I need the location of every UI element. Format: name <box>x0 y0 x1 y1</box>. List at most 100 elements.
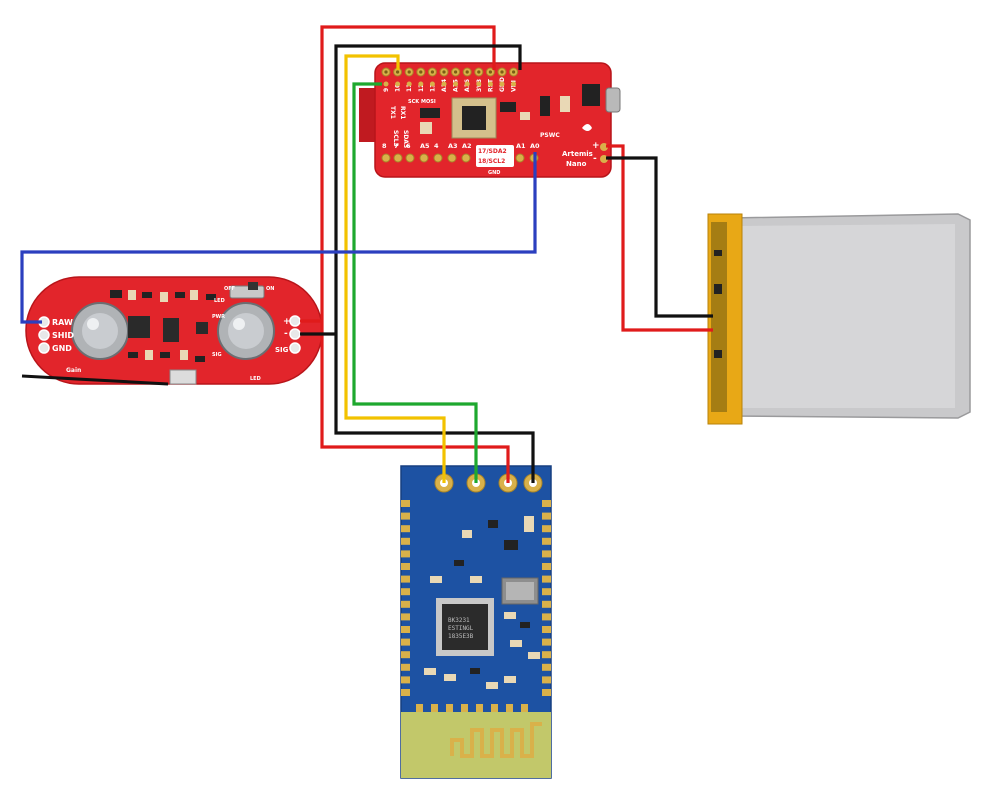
myoware-ic <box>196 322 208 334</box>
myoware-sig-pad <box>289 342 301 354</box>
bluetooth-right-pad <box>542 500 551 507</box>
artemis-scl3-label: SCL3 <box>392 130 399 147</box>
artemis-test-pad <box>418 81 424 87</box>
artemis-bottom-pin-label: A5 <box>420 142 430 150</box>
artemis-name-line2: Nano <box>566 160 587 168</box>
artemis-module-chip <box>462 106 486 130</box>
bluetooth-left-pad <box>401 638 410 646</box>
artemis-top-pin-label: 12 <box>418 84 425 92</box>
artemis-test-pad <box>499 81 505 87</box>
bluetooth-bottom-pad <box>416 704 423 712</box>
artemis-bottom-pin <box>381 153 391 163</box>
bluetooth-antenna-trace <box>450 722 542 758</box>
artemis-top-pin-hole <box>488 70 492 74</box>
myoware-electrode-left <box>71 302 129 360</box>
bluetooth-left-pad <box>401 600 410 608</box>
artemis-rx1-label: RX1 <box>399 106 406 119</box>
bluetooth-right-pad <box>542 626 551 633</box>
bluetooth-right-pad <box>542 537 551 545</box>
myoware-gain-trimmer[interactable] <box>169 369 197 385</box>
wire-black-battery <box>606 156 713 318</box>
bluetooth-bottom-pad <box>446 704 453 712</box>
myoware-pwr-label: PWR <box>212 314 225 320</box>
wires <box>20 25 713 483</box>
lipo-battery <box>707 213 971 425</box>
artemis-regulator <box>582 84 600 106</box>
bluetooth-right-pad <box>542 638 551 646</box>
artemis-top-pin-hole <box>430 70 434 74</box>
myoware-gain-label: Gain <box>66 367 81 374</box>
bluetooth-left-pad <box>401 651 410 659</box>
wire-red-3v3 <box>320 25 510 483</box>
artemis-bottom-pin <box>433 153 443 163</box>
artemis-test-pad <box>511 81 517 87</box>
bluetooth-antenna-area <box>401 712 551 778</box>
bluetooth-bottom-pad <box>506 704 513 712</box>
artemis-gnd-bottom-label: GND <box>488 170 500 176</box>
bluetooth-right-pad <box>542 575 551 583</box>
myoware-ic <box>128 316 150 338</box>
wire-blue-a0 <box>20 152 537 324</box>
myoware-plus-pad <box>289 315 301 327</box>
artemis-bottom-pin-label: 7 <box>394 142 399 150</box>
artemis-bottom-pin <box>405 153 415 163</box>
myoware-switch-knob[interactable] <box>248 282 258 290</box>
bluetooth-right-pad <box>542 550 551 558</box>
artemis-top-pin-hole <box>477 70 481 74</box>
artemis-tx1-label: TX1 <box>389 106 396 119</box>
wire-green-rx <box>352 82 478 483</box>
myoware-electrode-right <box>217 302 275 360</box>
wire-red-battery <box>606 144 713 332</box>
bluetooth-main-chip <box>442 604 488 650</box>
bluetooth-left-pad <box>401 613 410 621</box>
bluetooth-left-pad <box>401 689 410 696</box>
myoware-minus-label: - <box>284 329 288 339</box>
wire-yellow-tx <box>344 54 446 483</box>
bluetooth-left-pad <box>401 663 410 671</box>
bluetooth-left-pad <box>401 500 410 507</box>
artemis-top-pin-hole <box>384 70 388 74</box>
artemis-name-line1: Artemis <box>562 150 593 158</box>
bluetooth-chip-text-3: 1835E3B <box>448 633 474 640</box>
bluetooth-left-pad <box>401 626 410 633</box>
artemis-bottom-pin-label: 4 <box>434 142 439 150</box>
myoware-led-label: LED <box>214 298 225 304</box>
artemis-bottom-pin <box>447 153 457 163</box>
bluetooth-right-pad <box>542 663 551 671</box>
myoware-sensor-board: RAW SHID GND Gain + - SIG OFF ON LED PWR… <box>21 276 323 386</box>
bluetooth-left-pad <box>401 512 410 520</box>
artemis-top-pin-label: 9 <box>383 88 390 92</box>
bluetooth-castellated-pads <box>401 500 551 712</box>
artemis-bottom-pin <box>393 153 403 163</box>
artemis-bottom-pin-label: A0 <box>530 142 540 150</box>
artemis-sda3-label: SDA3 <box>402 130 409 148</box>
bluetooth-right-pad <box>542 651 551 659</box>
myoware-sig-led-label: SIG <box>212 352 222 358</box>
myoware-power-switch[interactable] <box>229 285 265 299</box>
artemis-i2c-label-box <box>476 145 514 167</box>
artemis-usb-c-port[interactable] <box>605 87 621 113</box>
artemis-sda2-label: 17/SDA2 <box>478 148 507 155</box>
artemis-top-pin-hole <box>407 70 411 74</box>
bluetooth-bottom-pad <box>521 704 528 712</box>
bluetooth-left-pad <box>401 588 410 596</box>
artemis-minus-sign: - <box>593 154 597 164</box>
myoware-reference-cable <box>21 374 169 386</box>
artemis-bottom-pin-label: A3 <box>448 142 458 150</box>
artemis-top-pin-hole <box>442 70 446 74</box>
myoware-sig-label: SIG <box>275 346 289 354</box>
bluetooth-right-pad <box>542 600 551 608</box>
artemis-top-pin-hole <box>500 70 504 74</box>
artemis-pswc-label: PSWC <box>540 132 560 139</box>
bluetooth-chip-text-1: BK3231 <box>448 617 470 624</box>
artemis-test-pad <box>476 81 482 87</box>
artemis-bottom-pin-label: 6 <box>406 142 411 150</box>
bluetooth-right-pad <box>542 525 551 533</box>
artemis-test-pad <box>383 81 389 87</box>
myoware-on-label: ON <box>266 286 274 292</box>
bluetooth-bottom-pad <box>476 704 483 712</box>
myoware-off-label: OFF <box>224 286 235 292</box>
bluetooth-right-pad <box>542 676 551 684</box>
bluetooth-left-pad <box>401 575 410 583</box>
